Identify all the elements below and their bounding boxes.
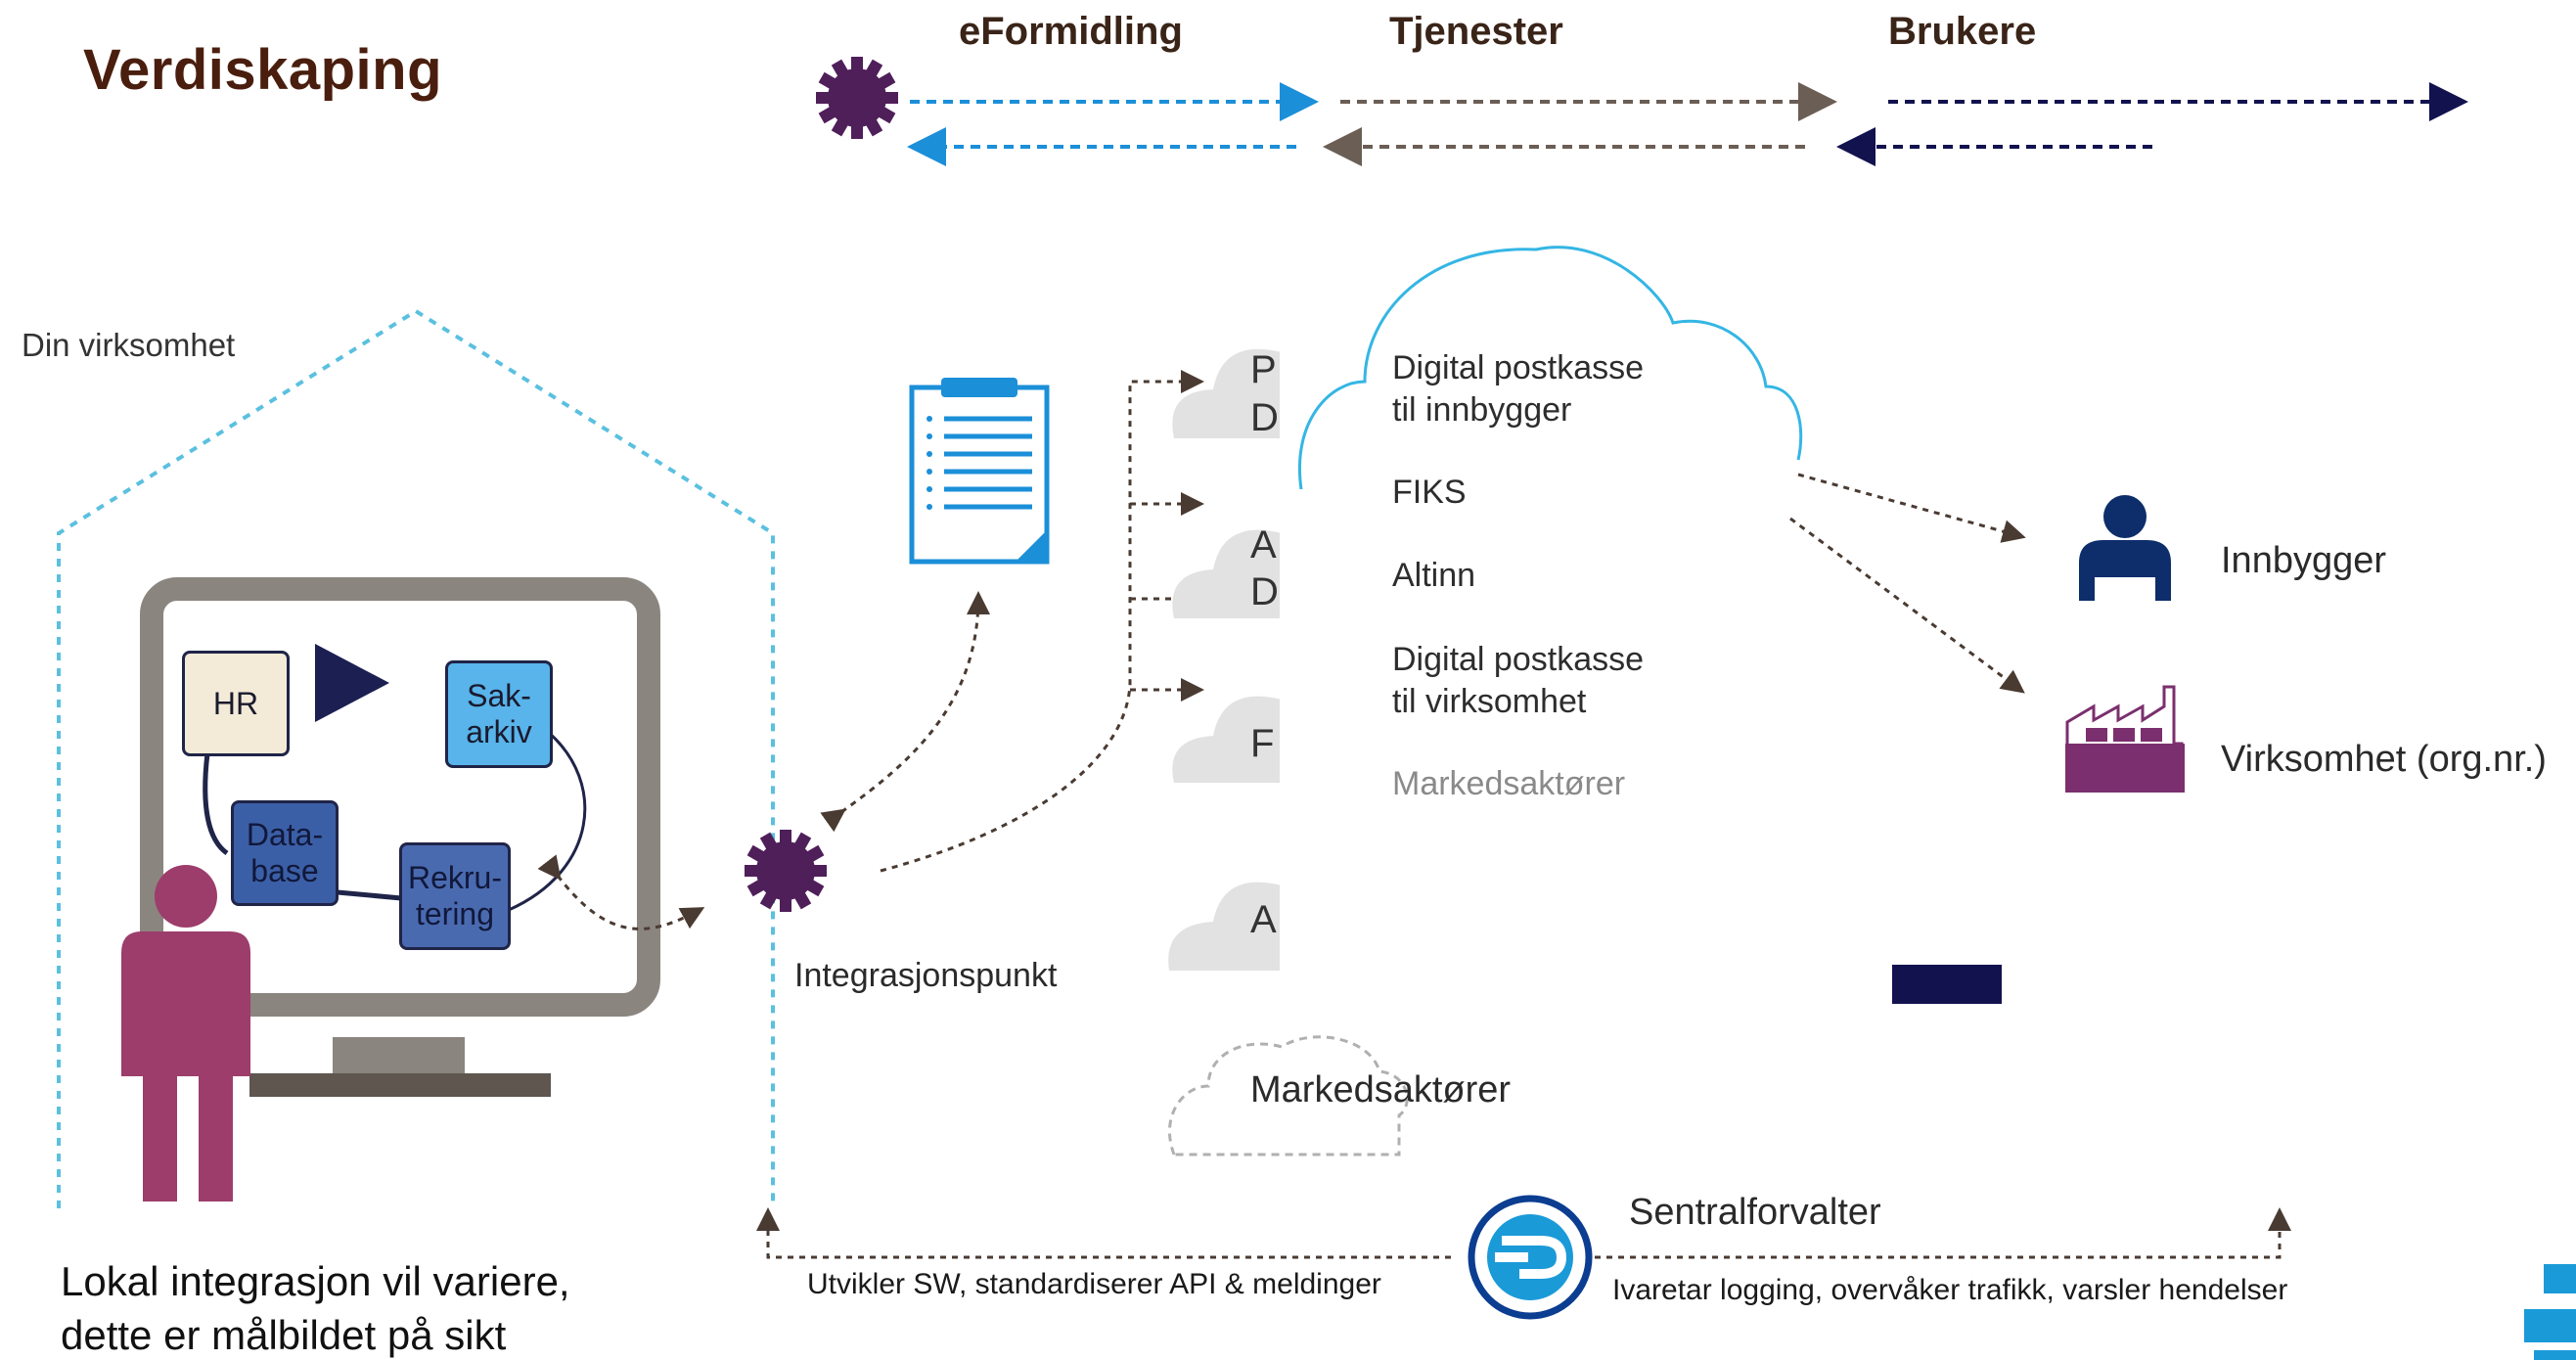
sentralforvalter-label: Sentralforvalter [1629, 1192, 1881, 1233]
sentralforvalter-left-caption: Utvikler SW, standardiserer API & meldin… [807, 1268, 1381, 1300]
partial-cloud-2-a: A [1250, 523, 1277, 567]
partial-cloud-3: F [1250, 722, 1275, 765]
rekrutering-label-2: tering [415, 896, 495, 931]
cloud-outline [1298, 246, 1803, 490]
bottom-note-line1: Lokal integrasjon vil variere, [61, 1258, 570, 1304]
partial-cloud-4: A [1250, 898, 1277, 941]
innbygger-label: Innbygger [2221, 540, 2387, 581]
innbygger-icon [2079, 495, 2171, 601]
partial-cloud-1-a: P [1250, 348, 1277, 391]
cloud-item-dp-innbygger-line1: Digital postkasse [1392, 349, 1645, 386]
bottom-note-line2: dette er målbildet på sikt [61, 1311, 507, 1358]
rekrutering-box: Rekru- tering [399, 842, 511, 950]
bottom-note: Lokal integrasjon vil variere, dette er … [61, 1255, 570, 1360]
process-line [203, 752, 229, 856]
process-arrow-icon [315, 644, 389, 722]
top-gear-icon [816, 57, 898, 139]
virksomhet-label: Virksomhet (org.nr.) [2221, 739, 2547, 780]
integrasjonspunkt-label: Integrasjonspunkt [794, 957, 1058, 994]
cloud-item-dp-innbygger: Digital postkasse til innbygger [1392, 347, 1644, 431]
house-outline [57, 308, 775, 1208]
cloud-item-dp-innbygger-line2: til innbygger [1392, 390, 1572, 429]
database-label-1: Data- [246, 817, 324, 853]
page-title: Verdiskaping [83, 38, 443, 102]
cloud-item-fiks: FIKS [1392, 474, 1467, 511]
sakarkiv-box: Sak- arkiv [445, 660, 553, 768]
sakarkiv-label-1: Sak- [467, 678, 531, 714]
markedsaktorer-label: Markedsaktører [1250, 1069, 1512, 1111]
header-tjenester: Tjenester [1389, 10, 1563, 53]
integration-gear-icon [745, 830, 827, 912]
header-brukere: Brukere [1888, 10, 2037, 53]
person-icon [121, 865, 250, 1201]
sentralforvalter-right-caption: Ivaretar logging, overvåker trafikk, var… [1612, 1274, 2288, 1306]
top-flow-arrows [907, 82, 2468, 166]
navy-block [1892, 965, 2002, 1004]
cloud-item-markedsaktorer: Markedsaktører [1392, 765, 1626, 802]
partial-clouds [1168, 348, 1282, 971]
cloud-item-dp-virksomhet-line1: Digital postkasse [1392, 641, 1645, 678]
sakarkiv-label-2: arkiv [466, 714, 532, 749]
factory-icon [2065, 685, 2185, 793]
document-icon [909, 378, 1050, 565]
rekrutering-label-1: Rekru- [407, 860, 502, 896]
house-label: Din virksomhet [22, 327, 236, 363]
cloud-item-dp-virksomhet: Digital postkasse til virksomhet [1392, 639, 1644, 722]
hr-label: HR [212, 685, 259, 721]
hr-box: HR [182, 651, 290, 756]
corner-logo-icon [2524, 1264, 2576, 1360]
monitor-icon [140, 577, 660, 1097]
sentralforvalter-logo-icon [1468, 1195, 1593, 1320]
cloud-item-dp-virksomhet-line2: til virksomhet [1392, 682, 1587, 720]
cloud-item-altinn: Altinn [1392, 557, 1476, 594]
database-label-2: base [250, 853, 319, 888]
partial-cloud-2-b: D [1250, 570, 1279, 613]
database-box: Data- base [231, 800, 339, 906]
header-eformidling: eFormidling [959, 10, 1183, 53]
partial-cloud-1-b: D [1250, 396, 1279, 439]
